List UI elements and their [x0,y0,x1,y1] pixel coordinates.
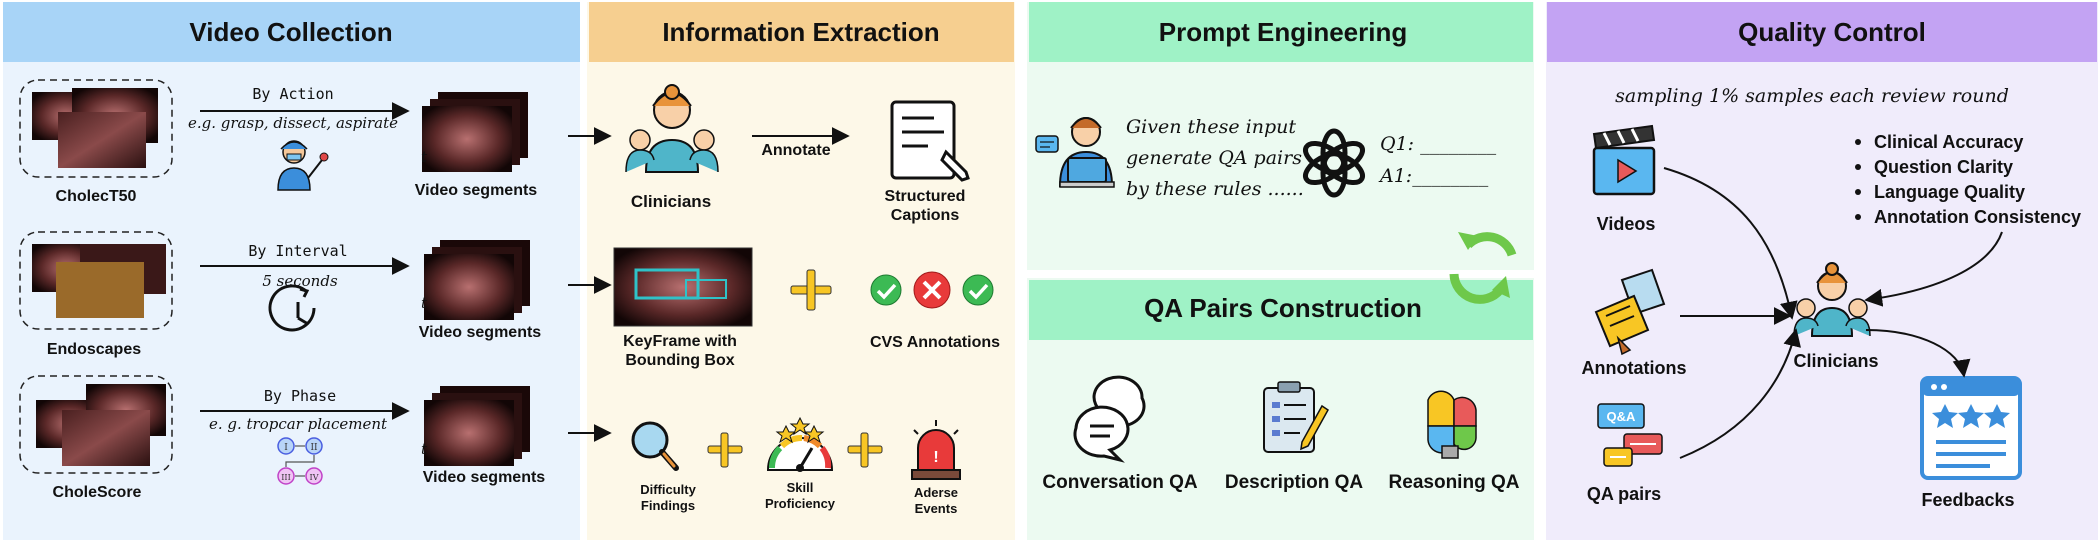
sampling-note: sampling 1% samples each review round [1615,85,2009,107]
svg-text:Captions: Captions [891,207,960,224]
video-segments-stack: t Video segments [421,386,545,486]
cross-icon [913,271,951,309]
notes-icon [1594,268,1666,356]
criterion-item: Annotation Consistency [1874,207,2081,227]
svg-text:Bounding Box: Bounding Box [625,352,734,369]
svg-text:II: II [310,443,318,453]
svg-text:t: t [421,294,428,312]
refresh-cycle-icon [1449,232,1517,304]
svg-text:Events: Events [915,501,958,516]
a1-text: A1:________ [1378,165,1489,187]
surgeon-icon [277,140,329,191]
keyframe-label: KeyFrame with [623,333,737,350]
skill-proficiency-label: Skill [787,480,814,495]
clinicians-label: Clinicians [1793,351,1878,371]
clinicians-icon [625,84,719,173]
gauge-icon [766,416,834,472]
criterion-item: Language Quality [1874,182,2025,202]
svg-text:Q&A: Q&A [1607,409,1637,424]
svg-text:!: ! [933,449,938,466]
video-segments-label: Video segments [415,182,538,199]
annotate-label: Annotate [761,142,830,159]
header-video-collection: Video Collection [189,17,392,47]
prompt-line: generate QA pairs [1126,147,1302,169]
plus-icon [847,432,883,468]
plus-icon [707,432,743,468]
video-segments-stack: t Video segments [419,240,542,341]
method-label: By Interval [248,242,347,260]
method-detail: e.g. grasp, dissect, aspirate [188,114,398,132]
clapperboard-icon [1592,124,1656,196]
criterion-item: Clinical Accuracy [1874,132,2023,152]
dataset-cholescore: CholeScore [19,375,173,501]
videos-label: Videos [1597,214,1656,234]
alarm-icon: ! [911,420,961,480]
description-qa-label: Description QA [1225,472,1364,493]
openai-logo-icon [1303,128,1365,198]
header-quality-control: Quality Control [1738,17,1926,47]
header-prompt-engineering: Prompt Engineering [1159,17,1407,47]
dataset-endoscapes: Endoscapes [19,231,173,358]
adverse-events-label: Aderse [914,485,958,500]
dataset-label: Endoscapes [47,341,141,358]
cvs-annotations-label: CVS Annotations [870,334,1000,351]
video-segments-stack: t Video segments [415,92,538,199]
method-label: By Action [252,85,333,103]
structured-captions-label: Structured [885,188,966,205]
svg-text:Proficiency: Proficiency [765,496,836,511]
svg-text:IV: IV [310,473,319,482]
phase-flow-icon: I II III IV [277,437,323,485]
svg-text:t: t [421,440,428,458]
svg-text:t: t [421,148,428,166]
brain-puzzle-icon [1427,390,1477,459]
method-detail: e. g. tropcar placement [209,415,388,433]
dataset-label: CholecT50 [56,188,137,205]
svg-text:I: I [284,443,288,453]
reasoning-qa-label: Reasoning QA [1389,472,1520,493]
method-label: By Phase [264,387,336,405]
header-information-extraction: Information Extraction [662,17,939,47]
panel-prompt-engineering: Prompt Engineering [1027,2,1534,270]
clinicians-label: Clinicians [631,192,711,211]
video-segments-label: Video segments [423,469,546,486]
method-detail: 5 seconds [262,272,338,290]
video-segments-label: Video segments [419,324,542,341]
svg-text:Findings: Findings [641,498,695,513]
dataset-cholect50: CholecT50 [19,79,173,205]
criteria-list: Clinical Accuracy Question Clarity Langu… [1855,132,2081,227]
criterion-item: Question Clarity [1874,157,2013,177]
check-icon [870,274,902,306]
qa-badge-icon: Q&A [1597,403,1663,467]
conversation-qa-label: Conversation QA [1042,472,1197,493]
dataset-label: CholeScore [53,484,142,501]
feedbacks-label: Feedbacks [1921,490,2014,510]
qa-pairs-label: QA pairs [1587,484,1661,504]
chat-bubbles-icon [1073,375,1146,463]
check-icon [962,274,994,306]
header-qa-construction: QA Pairs Construction [1144,293,1422,323]
keyframe-image [613,247,753,327]
difficulty-findings-label: Difficulty [640,482,696,497]
magnifier-icon [631,421,679,471]
clock-icon [268,284,316,332]
q1-text: Q1: ________ [1380,133,1497,155]
clipboard-icon [1263,381,1329,453]
feedback-browser-icon [1920,376,2022,480]
svg-text:III: III [281,473,290,482]
prompt-line: Given these input [1126,116,1296,138]
document-edit-icon [890,100,970,182]
prompt-line: by these rules ...... [1126,178,1304,200]
clinicians-icon [1793,262,1871,337]
plus-icon [790,269,832,311]
user-laptop-icon [1035,117,1115,188]
annotations-label: Annotations [1582,358,1687,378]
